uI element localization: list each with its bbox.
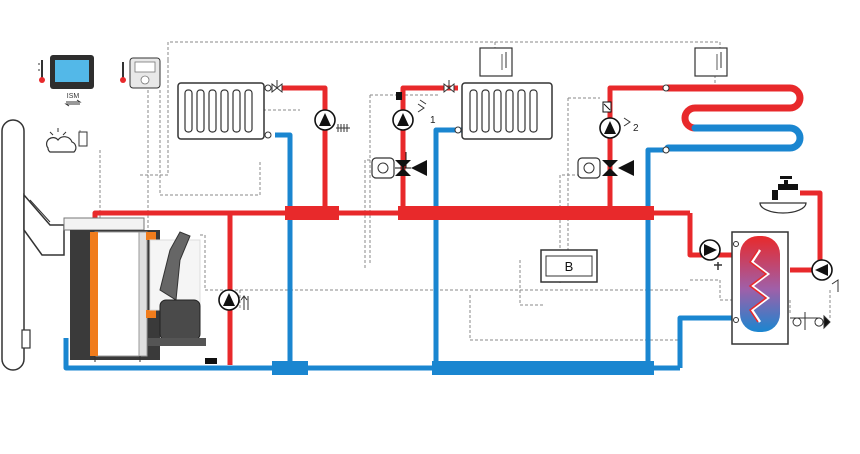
radiator-icon [443,80,553,140]
circulation-pump-icon [699,239,722,270]
room-thermostat-icon [129,57,161,89]
safety-group [790,312,831,330]
weather-sensor-icon [46,128,88,153]
three-way-mixing-valve-icon [602,160,634,176]
buffer-box: B [540,249,598,283]
chimney-icon [1,119,65,371]
hot-water-tank-icon [731,231,789,345]
tap-icon [772,176,798,200]
return-headers [272,361,654,375]
circulation-pump-icon [314,109,350,132]
circulation-pump-icon [811,259,839,292]
supply-headers [285,206,654,220]
shower-icon [759,202,807,214]
mixer-1-label: 1 [430,115,436,126]
valve-actuator-icon [577,157,601,179]
touch-panel-icon: ISM [50,55,94,107]
pellet-boiler-icon [63,217,206,362]
thermometer-icon [38,60,45,83]
mixer-signal-2: 2 [602,101,639,134]
room-thermostat-icon [479,47,513,77]
mixer-2-label: 2 [633,123,639,134]
buffer-label: B [565,259,574,274]
underfloor-heating-icon [662,84,804,154]
valve-actuator-icon [371,157,395,179]
circulation-pump-icon [392,109,414,131]
circulation-pump-icon [599,117,621,139]
room-thermostat-icon [694,47,728,77]
pipe-fitting [205,358,217,364]
three-way-mixing-valve-icon [395,152,427,176]
circulation-pump-icon [218,289,249,311]
mixer-signal-1: 1 [396,92,436,126]
radiator-icon [177,80,283,140]
thermometer-icon [120,62,126,83]
ism-label: ISM [67,93,80,100]
